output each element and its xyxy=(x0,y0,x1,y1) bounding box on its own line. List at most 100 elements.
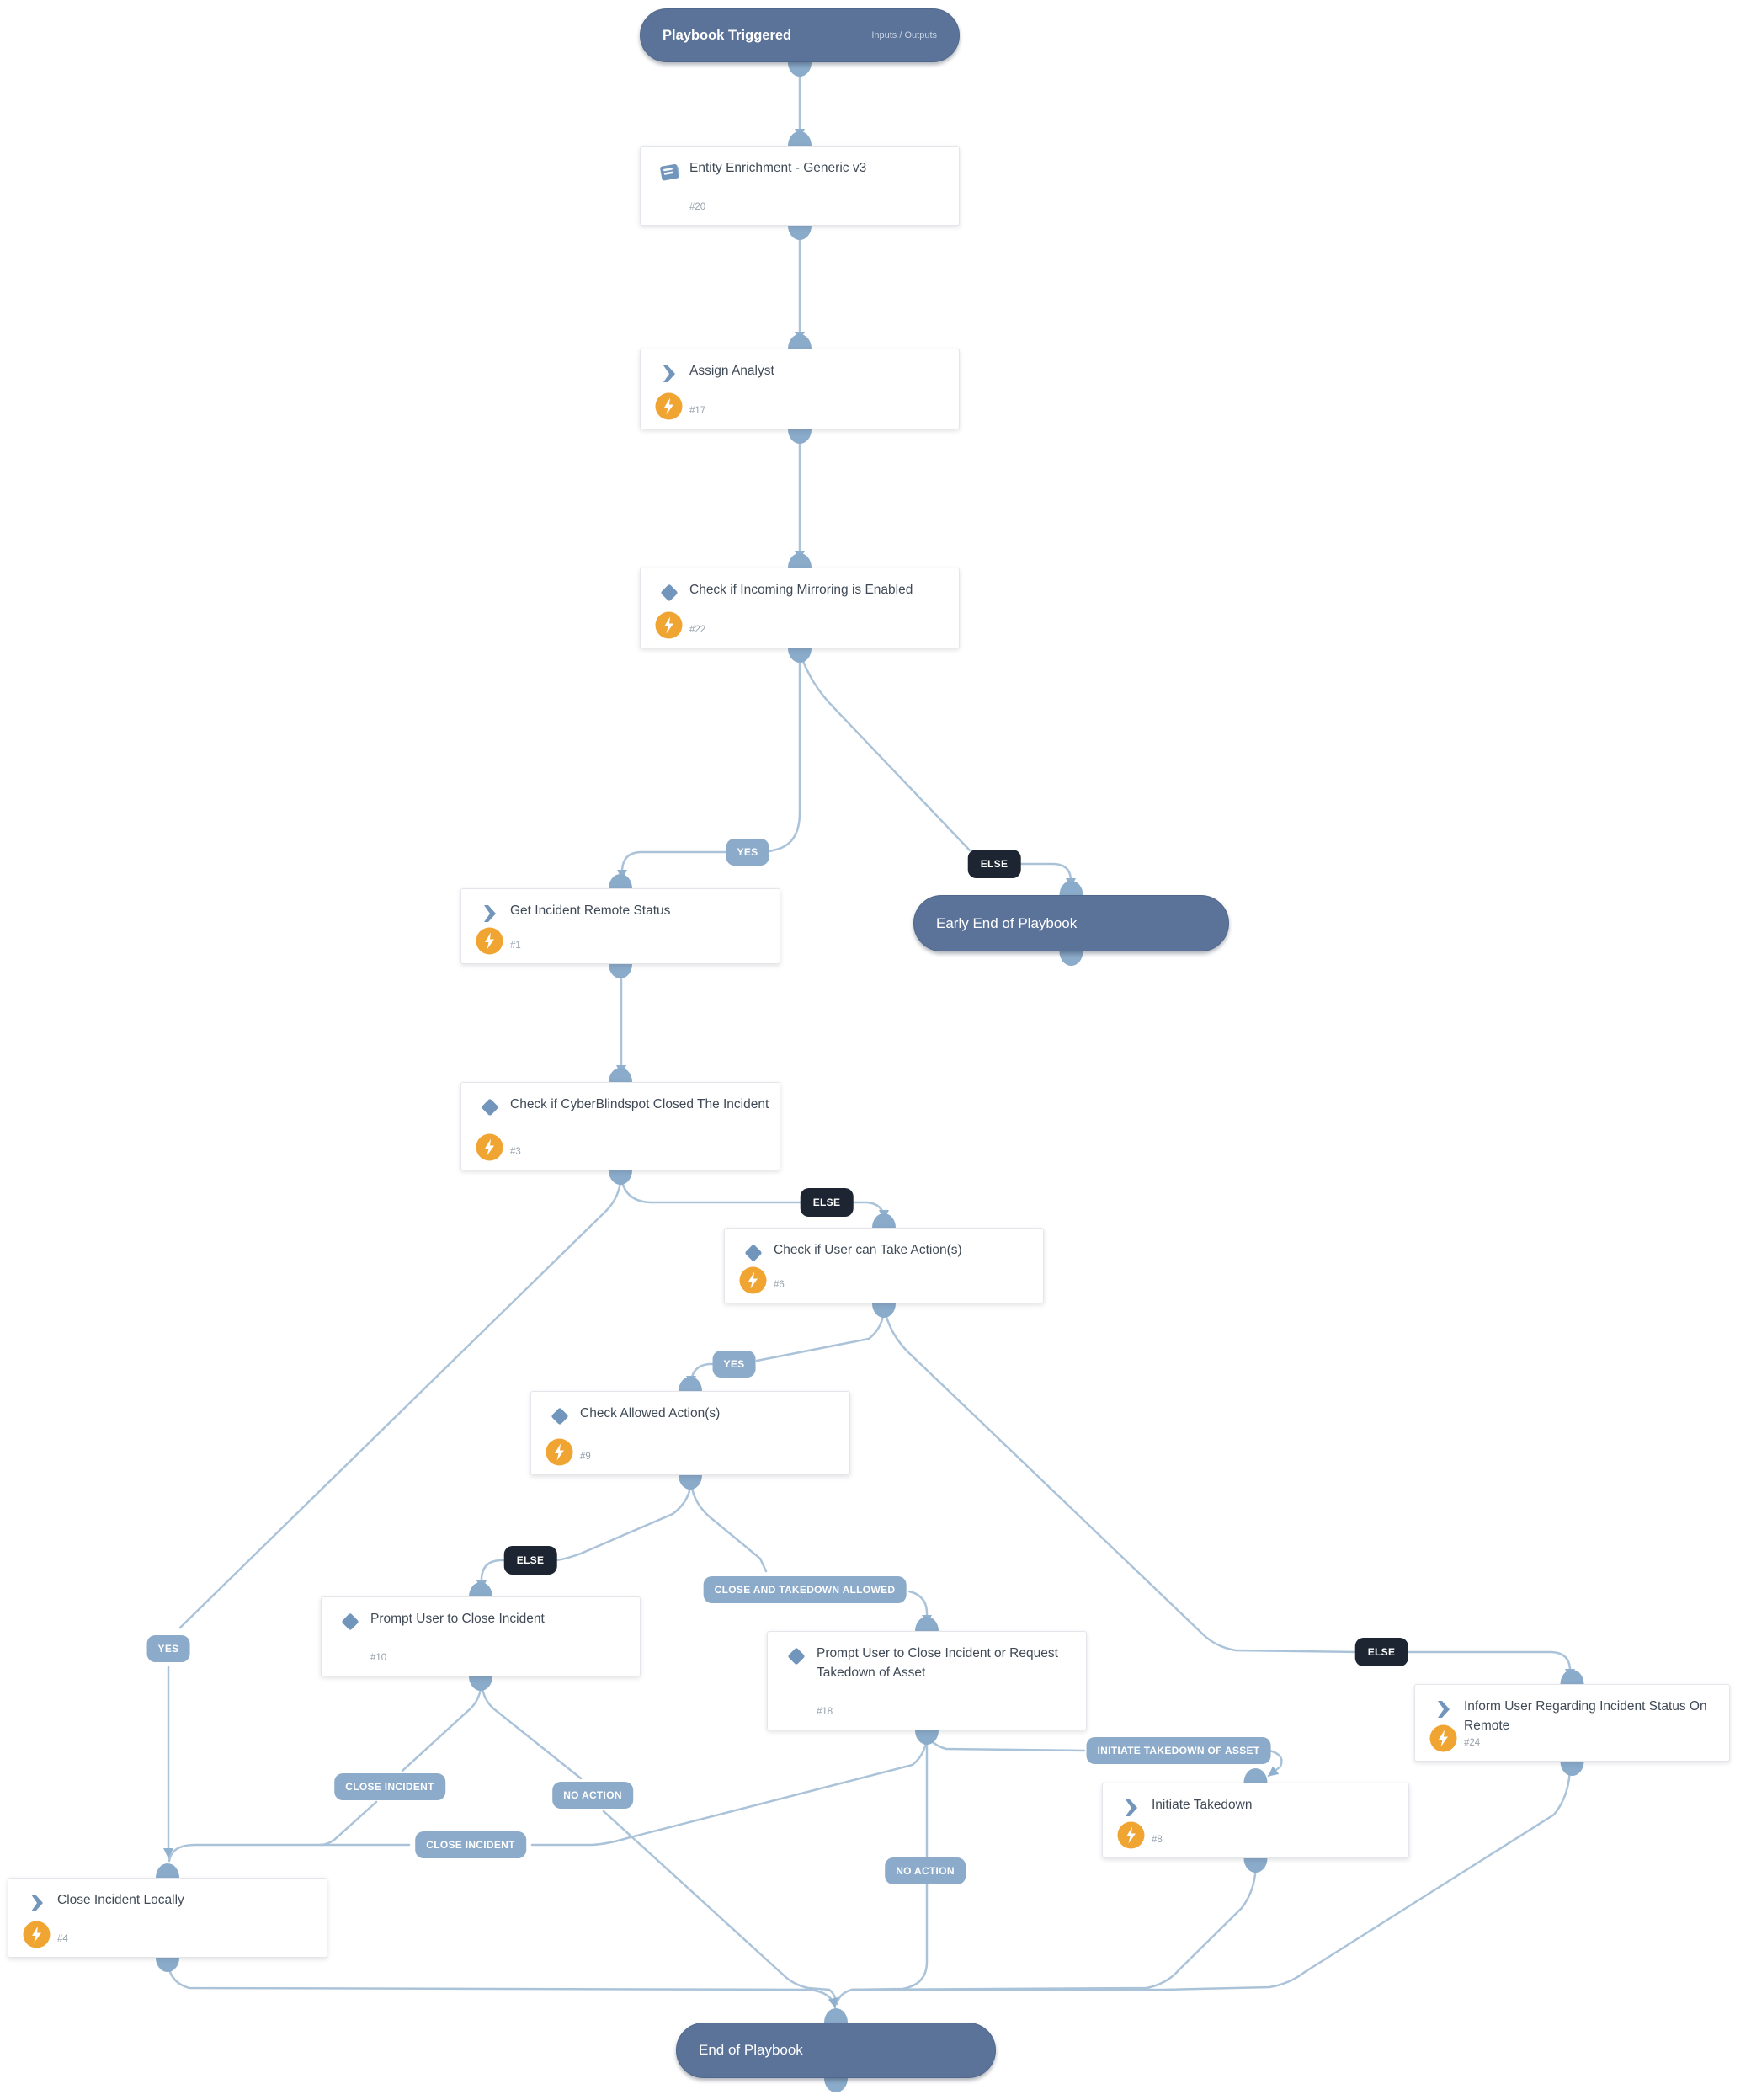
diamond-icon-wrap xyxy=(547,1404,572,1429)
task-number: #20 xyxy=(689,202,706,212)
edge-mirroring-to-else1 xyxy=(798,650,971,852)
node-assign-analyst[interactable]: Assign Analyst#17 xyxy=(640,349,960,429)
edge-useraction-to-else4 xyxy=(882,1305,1360,1654)
task-number: #4 xyxy=(57,1934,68,1944)
automation-badge-lightning-icon xyxy=(739,1266,767,1294)
task-title: Check if User can Take Action(s) xyxy=(774,1243,962,1257)
node-initiate-takedown[interactable]: Initiate Takedown #8 xyxy=(1102,1783,1409,1858)
task-number: #24 xyxy=(1464,1738,1481,1748)
edge-useraction-to-yes2 xyxy=(755,1305,886,1362)
edge-yes1-to-getstatus xyxy=(617,850,729,881)
inputs-outputs-link[interactable]: Inputs / Outputs xyxy=(871,30,937,40)
task-number: #17 xyxy=(689,406,706,416)
automation-badge xyxy=(476,927,503,955)
node-prompt-user-close-incident[interactable]: Prompt User to Close Incident #10 xyxy=(321,1596,641,1676)
branch-label-initiate-takedown-of-asset: INITIATE TAKEDOWN OF ASSET xyxy=(1086,1737,1271,1764)
edge-else1-to-earlyend xyxy=(1014,862,1076,889)
node-prompt-close-or-takedown[interactable]: Prompt User to Close Incident or Request… xyxy=(767,1631,1087,1730)
edge-prompt18-to-takedown-label xyxy=(925,1732,1086,1752)
branch-label-no-action-2: NO ACTION xyxy=(885,1857,966,1884)
task-number: #18 xyxy=(817,1707,833,1717)
chevron-icon-wrap xyxy=(1119,1795,1144,1820)
branch-label-close-incident-1: CLOSE INCIDENT xyxy=(334,1773,445,1800)
automation-badge xyxy=(23,1921,51,1948)
chevron-icon-wrap xyxy=(657,361,682,386)
edge-closelocally-to-end xyxy=(167,1959,838,2009)
node-close-incident-locally[interactable]: Close Incident Locally #4 xyxy=(8,1878,327,1958)
node-check-allowed-actions[interactable]: Check Allowed Action(s) #9 xyxy=(530,1391,850,1475)
node-check-cyberblindspot-closed[interactable]: Check if CyberBlindspot Closed The Incid… xyxy=(460,1082,780,1170)
pill-title: Early End of Playbook xyxy=(936,914,1078,931)
chevron-icon-wrap xyxy=(477,901,503,926)
automation-badge-lightning-icon xyxy=(476,1133,503,1161)
automation-badge xyxy=(1117,1821,1145,1849)
diamond-icon-wrap xyxy=(784,1644,809,1669)
edge-allowed-to-else3 xyxy=(552,1477,693,1562)
automation-badge-lightning-icon xyxy=(23,1921,51,1948)
automation-badge xyxy=(1429,1724,1457,1752)
condition-diamond-icon xyxy=(342,1613,359,1630)
branch-label-close-and-takedown-allowed: CLOSE AND TAKEDOWN ALLOWED xyxy=(703,1576,907,1603)
task-number: #8 xyxy=(1152,1835,1163,1845)
task-title: Inform User Regarding Incident Status On… xyxy=(1464,1699,1707,1733)
task-title: Prompt User to Close Incident xyxy=(370,1612,545,1626)
diamond-icon-wrap xyxy=(741,1240,766,1266)
node-inform-user-incident-status[interactable]: Inform User Regarding Incident Status On… xyxy=(1414,1684,1730,1762)
edge-takedownlabel-to-initiate xyxy=(1267,1749,1283,1778)
node-check-incoming-mirroring[interactable]: Check if Incoming Mirroring is Enabled #2… xyxy=(640,568,960,648)
automation-badge xyxy=(655,611,683,639)
node-end-of-playbook[interactable]: End of Playbook xyxy=(676,2023,996,2078)
task-title: Initiate Takedown xyxy=(1152,1798,1253,1812)
automation-badge-lightning-icon xyxy=(1117,1821,1145,1849)
branch-label-yes-2: YES xyxy=(712,1351,756,1378)
edge-initiate-to-end xyxy=(850,1860,1258,1991)
condition-diamond-icon xyxy=(661,584,678,601)
pill-title: End of Playbook xyxy=(699,2042,803,2058)
edge-else3-to-promptclose xyxy=(476,1559,509,1591)
subplaybook-book-icon xyxy=(660,163,680,181)
diamond-icon-wrap xyxy=(657,580,682,605)
edge-ctallowed-to-prompt18 xyxy=(907,1590,932,1626)
edge-prompt10-to-na1 xyxy=(480,1678,583,1780)
branch-label-yes-3: YES xyxy=(146,1635,190,1662)
condition-diamond-icon xyxy=(745,1245,762,1261)
task-number: #6 xyxy=(774,1280,785,1290)
edge-prompt10-to-ci1 xyxy=(401,1678,483,1772)
automation-badge xyxy=(546,1438,573,1466)
edge-mirroring-to-yes1 xyxy=(768,650,801,853)
node-early-end-of-playbook[interactable]: Early End of Playbook xyxy=(913,895,1229,951)
automation-badge-lightning-icon xyxy=(655,611,683,639)
automation-chevron-icon xyxy=(484,905,496,922)
task-title: Check if Incoming Mirroring is Enabled xyxy=(689,583,913,597)
task-number: #22 xyxy=(689,625,706,635)
node-check-user-can-take-actions[interactable]: Check if User can Take Action(s) #6 xyxy=(724,1228,1044,1303)
automation-badge xyxy=(476,1133,503,1161)
automation-chevron-icon xyxy=(1126,1799,1137,1816)
task-title: Check if CyberBlindspot Closed The Incid… xyxy=(510,1097,769,1111)
chevron-icon-wrap xyxy=(1431,1697,1456,1722)
task-number: #10 xyxy=(370,1653,387,1663)
automation-badge xyxy=(739,1266,767,1294)
else-label-else-4: ELSE xyxy=(1354,1638,1408,1666)
diamond-icon-wrap xyxy=(477,1095,503,1120)
task-title: Close Incident Locally xyxy=(57,1893,184,1907)
condition-diamond-icon xyxy=(788,1648,805,1665)
automation-badge-lightning-icon xyxy=(476,927,503,955)
edge-else4-to-informuser xyxy=(1402,1650,1575,1680)
else-label-else-2: ELSE xyxy=(800,1188,854,1217)
task-title: Prompt User to Close Incident or Request… xyxy=(817,1646,1058,1680)
node-get-incident-remote-status[interactable]: Get Incident Remote Status#1 xyxy=(460,888,780,964)
task-number: #3 xyxy=(510,1147,521,1157)
branch-label-no-action-1: NO ACTION xyxy=(552,1782,633,1809)
node-entity-enrichment[interactable]: Entity Enrichment - Generic v3#20 xyxy=(640,146,960,226)
chevron-icon-wrap xyxy=(24,1890,50,1916)
edge-informuser-to-end xyxy=(850,1763,1572,1991)
automation-badge-lightning-icon xyxy=(1429,1724,1457,1752)
branch-label-yes-1: YES xyxy=(726,839,769,866)
automation-badge-lightning-icon xyxy=(546,1438,573,1466)
task-title: Check Allowed Action(s) xyxy=(580,1406,721,1420)
task-number: #9 xyxy=(580,1452,591,1462)
edge-allowed-to-ctallowed xyxy=(689,1477,768,1573)
